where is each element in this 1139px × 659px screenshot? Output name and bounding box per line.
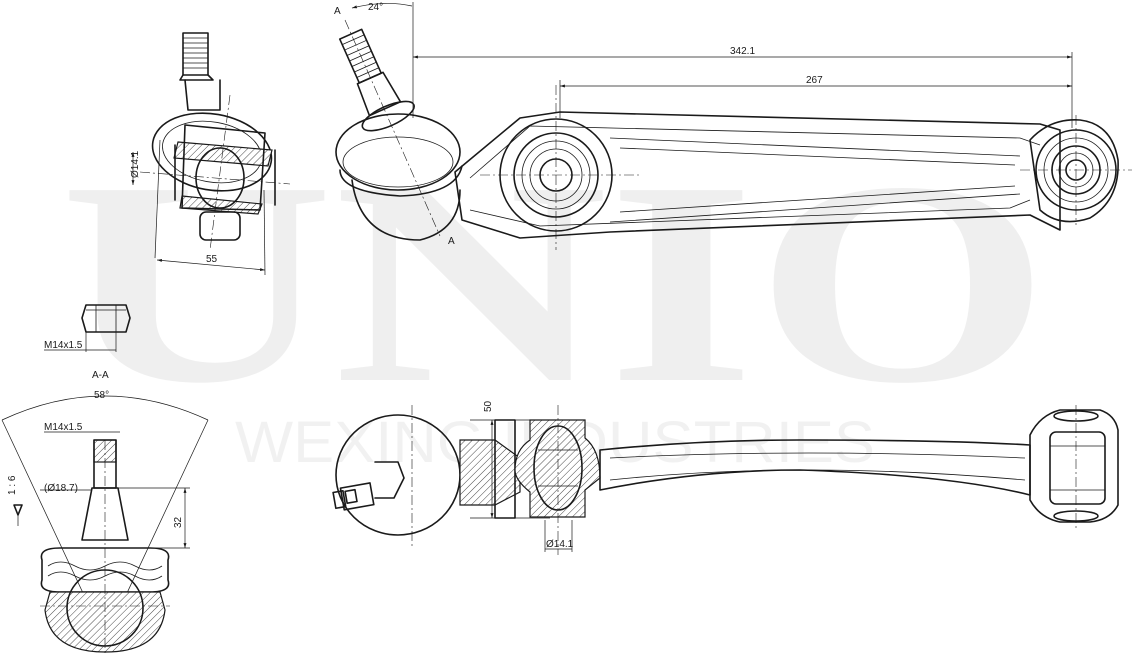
bushing-side-view: Ø14.1 55 [130, 32, 291, 276]
section-marker-bottom: A [448, 236, 455, 247]
dim-bushing-diameter-front: Ø14.1 [546, 539, 574, 550]
dim-stud-thread: M14x1.5 [44, 422, 83, 433]
dim-bushing-width-top: 55 [206, 254, 218, 265]
dim-taper-diameter: (Ø18.7) [44, 483, 78, 494]
angle-top: 24° [368, 2, 383, 13]
watermark-brand: UNIO [60, 122, 1050, 443]
dim-taper-ratio: 1 : 6 [7, 475, 18, 495]
nut-view: M14x1.5 [44, 304, 131, 352]
control-arm-plan-view: A A 24° 342.1 267 [334, 2, 1132, 250]
control-arm-front-view: 50 Ø14.1 [332, 400, 1119, 555]
angle-section: 58° [94, 390, 109, 401]
dim-bushing-width-front: 50 [483, 400, 494, 412]
dim-stud-length: 32 [173, 516, 184, 528]
dim-overall-length: 342.1 [730, 46, 755, 57]
section-marker-top: A [334, 6, 341, 17]
dim-bushing-diameter-top: Ø14.1 [130, 150, 141, 178]
section-title: A-A [92, 370, 109, 381]
section-a-a: A-A 58° M14x1.5 (Ø18.7) 1 : 6 32 [1, 370, 209, 655]
dim-nut-thread: M14x1.5 [44, 340, 83, 351]
dim-center-distance: 267 [806, 75, 823, 86]
